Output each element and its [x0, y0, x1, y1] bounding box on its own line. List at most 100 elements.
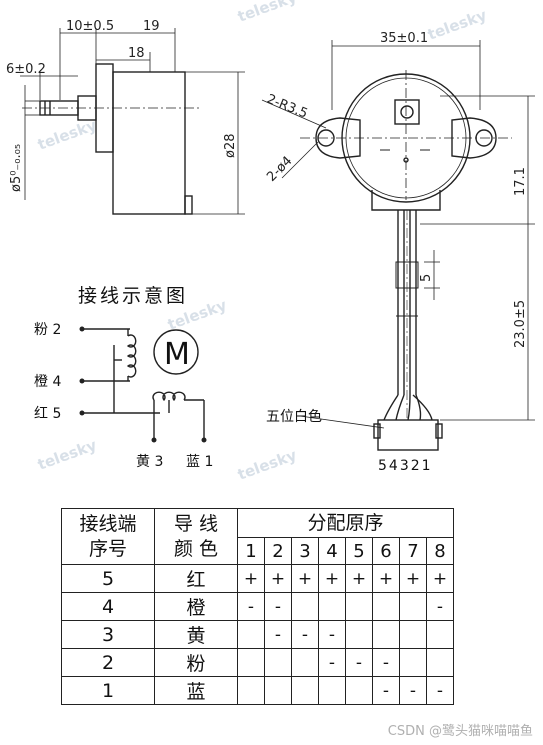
step-number-cell: 7	[399, 537, 427, 565]
dim-r35: 2-R3.5	[265, 92, 310, 122]
watermark: telesky	[35, 436, 99, 474]
sequence-cell: -	[345, 648, 373, 677]
motor-technical-drawing: telesky telesky telesky telesky telesky …	[6, 0, 535, 484]
connector-label: 五位白色	[266, 408, 322, 425]
wire-color-cell: 粉	[154, 648, 238, 677]
sequence-cell	[291, 676, 319, 705]
watermark: telesky	[425, 6, 489, 44]
wire-color-cell: 黄	[154, 620, 238, 649]
terminal-number-cell: 2	[61, 648, 155, 677]
footer-credit: CSDN @鹭头猫咪喵喵鱼	[387, 724, 533, 739]
dim-shaft: ø5⁰₋₀.₀₅	[9, 144, 24, 192]
connector-pins: 54321	[378, 458, 433, 474]
wiring-terminals	[79, 326, 207, 443]
sequence-cell	[372, 592, 400, 621]
dim-10: 10±0.5	[66, 19, 114, 34]
dim-171: 17.1	[513, 167, 528, 196]
sequence-cell: +	[291, 564, 319, 593]
watermark: telesky	[235, 0, 299, 26]
sequence-cell	[237, 648, 265, 677]
sequence-cell: +	[318, 564, 346, 593]
terminal-number-cell: 5	[61, 564, 155, 593]
sequence-cell	[399, 592, 427, 621]
sequence-cell	[237, 620, 265, 649]
wire-red-label: 红 5	[34, 406, 61, 422]
sequence-cell	[345, 676, 373, 705]
step-number-cell: 4	[318, 537, 346, 565]
dim-18: 18	[128, 46, 145, 61]
header-text: 导 线	[173, 512, 219, 535]
wire-orange-label: 橙 4	[34, 374, 61, 390]
sequence-cell	[372, 620, 400, 649]
wire-pink-label: 粉 2	[34, 322, 61, 338]
sequence-cell	[291, 592, 319, 621]
sequence-cell: -	[264, 620, 292, 649]
watermark-layer: telesky telesky telesky telesky telesky …	[35, 0, 489, 484]
sequence-cell: +	[345, 564, 373, 593]
sequence-cell: +	[399, 564, 427, 593]
step-number-cell: 3	[291, 537, 319, 565]
watermark: telesky	[235, 446, 299, 484]
sequence-cell	[345, 592, 373, 621]
terminal-number-cell: 4	[61, 592, 155, 621]
dim-230: 23.0±5	[513, 300, 528, 348]
step-number-cell: 2	[264, 537, 292, 565]
wire-color-header: 导 线 颜 色	[154, 508, 238, 565]
sequence-cell: -	[291, 620, 319, 649]
dim-5: 5	[419, 274, 434, 282]
dim-35: 35±0.1	[380, 31, 428, 46]
step-number-cell: 8	[426, 537, 454, 565]
sequence-header: 分配原序	[237, 508, 454, 538]
sequence-cell	[264, 676, 292, 705]
step-number-cell: 6	[372, 537, 400, 565]
sequence-cell	[426, 620, 454, 649]
terminal-number-cell: 3	[61, 620, 155, 649]
step-number-cell: 1	[237, 537, 265, 565]
sequence-cell	[345, 620, 373, 649]
dim-6: 6±0.2	[6, 62, 46, 77]
step-number-cell: 5	[345, 537, 373, 565]
sequence-cell: -	[399, 676, 427, 705]
wire-blue-label: 蓝 1	[186, 454, 213, 470]
terminal-number-header: 接线端 序号	[61, 508, 155, 565]
wiring-diagram	[82, 328, 205, 440]
sequence-cell: +	[426, 564, 454, 593]
sequence-cell: +	[372, 564, 400, 593]
sequence-cell	[264, 648, 292, 677]
wire-color-cell: 橙	[154, 592, 238, 621]
sequence-cell	[318, 592, 346, 621]
table-header-row: 接线端 序号 导 线 颜 色 分配原序	[61, 508, 454, 565]
sequence-cell	[237, 676, 265, 705]
dim-19: 19	[143, 19, 160, 34]
header-text: 序号	[88, 537, 127, 560]
wire-color-cell: 蓝	[154, 676, 238, 705]
sequence-cell: -	[264, 592, 292, 621]
wire-color-cell: 红	[154, 564, 238, 593]
header-text: 接线端	[79, 512, 137, 535]
sequence-cell: -	[372, 676, 400, 705]
dim-28: ø28	[223, 134, 238, 159]
sequence-cell	[318, 676, 346, 705]
sequence-cell	[291, 648, 319, 677]
watermark: telesky	[35, 116, 99, 154]
sequence-cell	[399, 648, 427, 677]
terminal-number-cell: 1	[61, 676, 155, 705]
sequence-cell: +	[237, 564, 265, 593]
sequence-cell: +	[264, 564, 292, 593]
sequence-cell	[426, 648, 454, 677]
sequence-cell	[399, 620, 427, 649]
side-view	[20, 28, 245, 215]
wiring-title: 接线示意图	[78, 285, 188, 307]
sequence-cell: -	[318, 648, 346, 677]
front-view	[261, 40, 535, 451]
sequence-cell: -	[237, 592, 265, 621]
header-text: 颜 色	[173, 537, 219, 560]
